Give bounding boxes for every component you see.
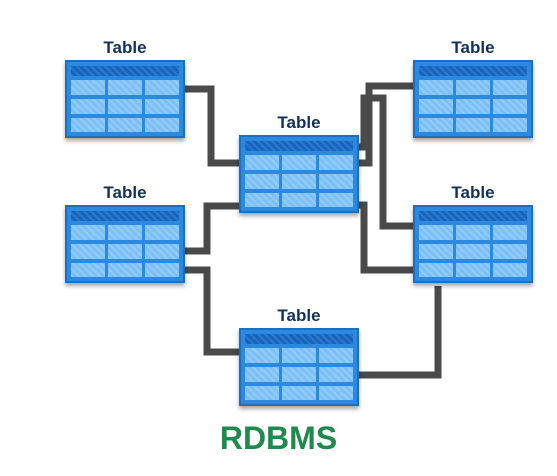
connector-topleft-center [183, 85, 241, 167]
connector-center-topright-b [357, 94, 416, 230]
connector-bottom-midright [357, 286, 442, 379]
connector-midleft-bottom [183, 266, 241, 356]
connector-midleft-center [183, 202, 241, 255]
table-icon [65, 60, 185, 138]
connector-center-topright-a [357, 82, 416, 167]
table-label: Table [451, 38, 495, 57]
table-label: Table [277, 306, 321, 325]
table-icon [413, 205, 533, 283]
table-label: Table [103, 183, 147, 202]
table-label: Table [451, 183, 495, 202]
table-icon [413, 60, 533, 138]
table-label: Table [103, 38, 147, 57]
connector-center-midright [357, 201, 416, 274]
table-label: Table [277, 113, 321, 132]
table-icon [239, 135, 359, 213]
table-icon [65, 205, 185, 283]
table-icon [239, 328, 359, 406]
diagram-title: RDBMS [219, 420, 338, 456]
